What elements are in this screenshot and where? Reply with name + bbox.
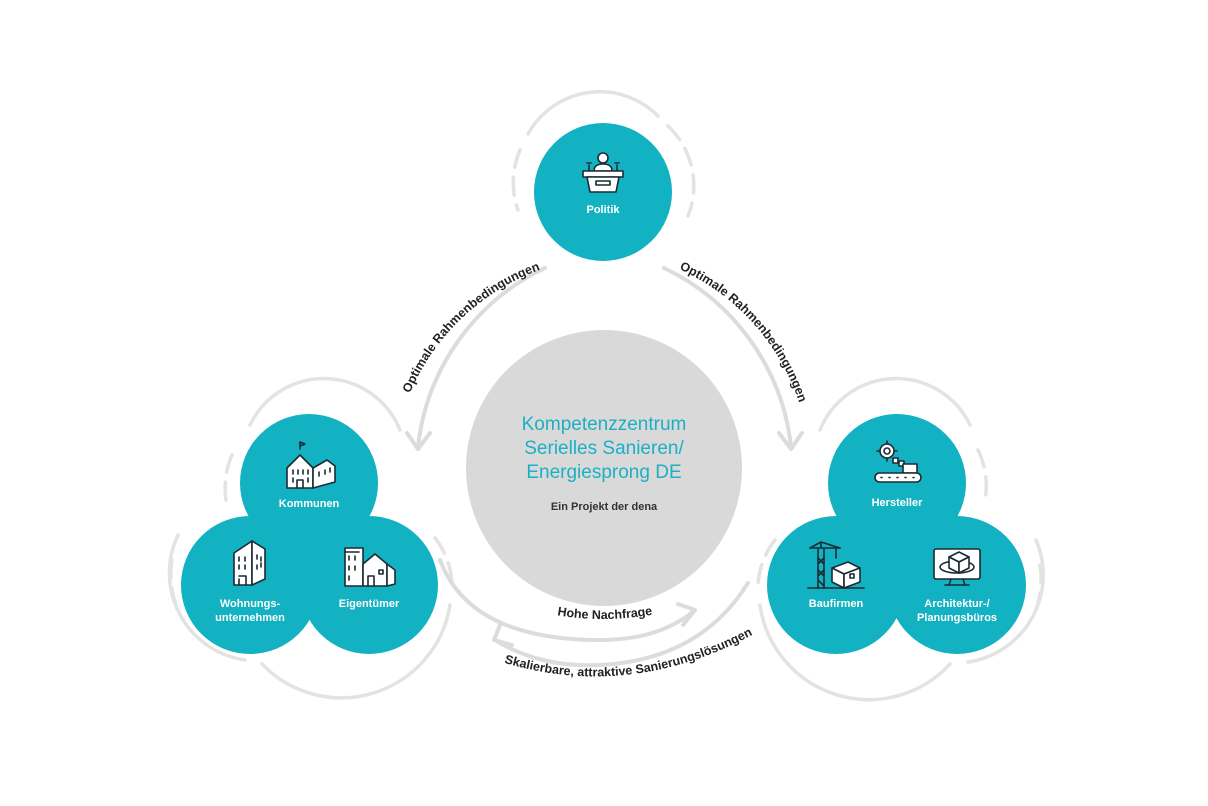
arrow-politik-to-right: [662, 266, 804, 451]
design-monitor-icon: [933, 548, 981, 586]
node-eigentuemer: Eigentümer: [300, 516, 438, 654]
node-label-hersteller: Hersteller: [872, 497, 923, 509]
node-kommunen: Kommunen: [240, 414, 378, 552]
node-wohnungsunternehmen: Wohnungs- unternehmen: [181, 516, 319, 654]
houses-icon: [344, 547, 396, 587]
node-label-wohnungs-line-2: unternehmen: [215, 612, 285, 624]
center-title-line-3: Energiesprong DE: [526, 462, 681, 483]
left-cluster-ring: [167, 376, 454, 700]
node-baufirmen: Baufirmen: [767, 516, 905, 654]
node-label-architektur-line-2: Planungsbüros: [917, 612, 997, 624]
construction-crane-icon: [807, 541, 865, 589]
arrow-right-to-left: [492, 581, 750, 668]
node-label-architektur-line-1: Architektur-/: [924, 598, 989, 610]
factory-conveyor-icon: [874, 440, 922, 483]
arrow-left-to-right: [438, 558, 697, 643]
node-label-eigentuemer: Eigentümer: [339, 598, 400, 610]
node-label-kommunen: Kommunen: [279, 498, 340, 510]
center-subtitle: Ein Projekt der dena: [551, 501, 658, 513]
center-title-line-1: Kompetenzzentrum: [522, 414, 687, 435]
town-hall-icon: [286, 441, 336, 489]
node-label-wohnungs-line-1: Wohnungs-: [220, 598, 281, 610]
arrow-label-bottom-top: Hohe Nachfrage: [557, 604, 653, 622]
center-circle: [466, 330, 742, 606]
node-label-baufirmen: Baufirmen: [809, 598, 864, 610]
node-politik: Politik: [534, 123, 672, 261]
center-hub: Kompetenzzentrum Serielles Sanieren/ Ene…: [466, 330, 742, 606]
node-architektur: Architektur-/ Planungsbüros: [888, 516, 1026, 654]
politik-ring: [511, 89, 696, 218]
right-cluster-ring: [756, 376, 1045, 702]
lectern-icon: [582, 152, 624, 193]
center-title-line-2: Serielles Sanieren/: [524, 438, 684, 459]
apartment-building-icon: [233, 540, 266, 586]
node-hersteller: Hersteller: [828, 414, 966, 552]
arrow-politik-to-left: [405, 266, 547, 451]
node-label-politik: Politik: [586, 204, 620, 216]
